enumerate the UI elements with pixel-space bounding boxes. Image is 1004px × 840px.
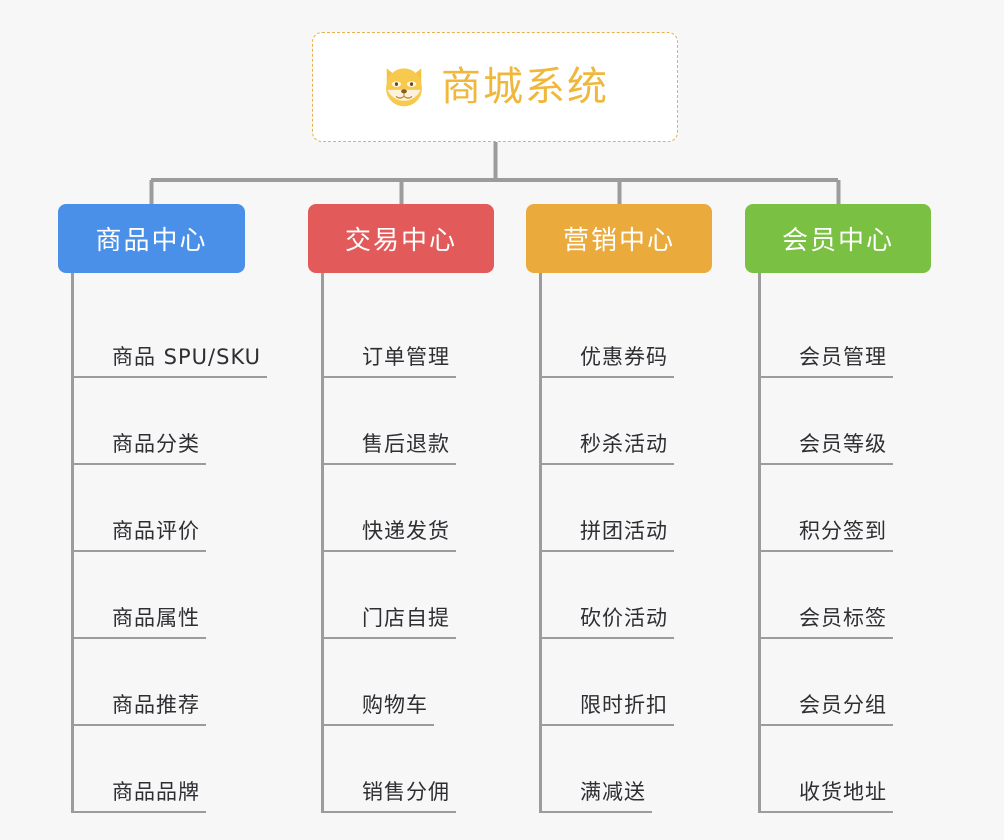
leaf-list-product-center: 商品 SPU/SKU 商品分类 商品评价 商品属性 商品推荐 商品品牌 — [71, 273, 268, 813]
list-item[interactable]: 满减送 — [542, 726, 712, 813]
leaf-label: 优惠券码 — [570, 341, 674, 378]
leaf-label: 会员等级 — [789, 428, 893, 465]
leaf-label: 商品评价 — [102, 515, 206, 552]
list-item[interactable]: 砍价活动 — [542, 552, 712, 639]
list-item[interactable]: 限时折扣 — [542, 639, 712, 726]
list-item[interactable]: 商品 SPU/SKU — [74, 291, 268, 378]
root-title: 商城系统 — [441, 64, 609, 110]
list-item[interactable]: 快递发货 — [324, 465, 494, 552]
leaf-label: 购物车 — [352, 689, 434, 726]
leaf-label: 商品 SPU/SKU — [102, 341, 268, 378]
list-item[interactable]: 会员等级 — [761, 378, 931, 465]
category-box-product-center[interactable]: 商品中心 — [58, 204, 245, 273]
list-item[interactable]: 商品推荐 — [74, 639, 245, 726]
leaf-label: 秒杀活动 — [570, 428, 674, 465]
leaf-label: 订单管理 — [352, 341, 456, 378]
list-item[interactable]: 购物车 — [324, 639, 494, 726]
list-item[interactable]: 商品品牌 — [74, 726, 245, 813]
list-item[interactable]: 会员管理 — [761, 291, 931, 378]
leaf-label: 积分签到 — [789, 515, 893, 552]
leaf-label: 销售分佣 — [352, 776, 456, 813]
column-marketing-center: 营销中心 优惠券码 秒杀活动 拼团活动 砍价活动 限时折扣 满减送 — [526, 204, 712, 813]
leaf-label: 拼团活动 — [570, 515, 674, 552]
list-item[interactable]: 商品分类 — [74, 378, 245, 465]
leaf-list-marketing-center: 优惠券码 秒杀活动 拼团活动 砍价活动 限时折扣 满减送 — [539, 273, 712, 813]
leaf-list-trade-center: 订单管理 售后退款 快递发货 门店自提 购物车 销售分佣 — [321, 273, 494, 813]
list-item[interactable]: 销售分佣 — [324, 726, 494, 813]
leaf-label: 收货地址 — [789, 776, 893, 813]
list-item[interactable]: 会员标签 — [761, 552, 931, 639]
category-box-trade-center[interactable]: 交易中心 — [308, 204, 494, 273]
leaf-label: 砍价活动 — [570, 602, 674, 639]
category-label: 会员中心 — [781, 226, 894, 256]
leaf-label: 会员管理 — [789, 341, 893, 378]
list-item[interactable]: 积分签到 — [761, 465, 931, 552]
leaf-label: 商品分类 — [102, 428, 206, 465]
list-item[interactable]: 商品属性 — [74, 552, 245, 639]
leaf-label: 会员标签 — [789, 602, 893, 639]
category-label: 商品中心 — [95, 226, 208, 256]
leaf-label: 售后退款 — [352, 428, 456, 465]
category-label: 交易中心 — [344, 226, 457, 256]
category-box-marketing-center[interactable]: 营销中心 — [526, 204, 712, 273]
root-node[interactable]: 商城系统 — [312, 32, 678, 142]
category-label: 营销中心 — [562, 226, 675, 256]
leaf-label: 会员分组 — [789, 689, 893, 726]
list-item[interactable]: 订单管理 — [324, 291, 494, 378]
dog-face-icon — [386, 68, 422, 107]
column-product-center: 商品中心 商品 SPU/SKU 商品分类 商品评价 商品属性 商品推荐 商品品牌 — [58, 204, 268, 813]
leaf-label: 商品属性 — [102, 602, 206, 639]
list-item[interactable]: 门店自提 — [324, 552, 494, 639]
list-item[interactable]: 优惠券码 — [542, 291, 712, 378]
category-box-member-center[interactable]: 会员中心 — [745, 204, 931, 273]
list-item[interactable]: 售后退款 — [324, 378, 494, 465]
leaf-label: 快递发货 — [352, 515, 456, 552]
leaf-label: 限时折扣 — [570, 689, 674, 726]
list-item[interactable]: 商品评价 — [74, 465, 245, 552]
list-item[interactable]: 收货地址 — [761, 726, 931, 813]
leaf-label: 满减送 — [570, 776, 652, 813]
leaf-label: 商品推荐 — [102, 689, 206, 726]
column-trade-center: 交易中心 订单管理 售后退款 快递发货 门店自提 购物车 销售分佣 — [308, 204, 494, 813]
column-member-center: 会员中心 会员管理 会员等级 积分签到 会员标签 会员分组 收货地址 — [745, 204, 931, 813]
leaf-list-member-center: 会员管理 会员等级 积分签到 会员标签 会员分组 收货地址 — [758, 273, 931, 813]
list-item[interactable]: 拼团活动 — [542, 465, 712, 552]
list-item[interactable]: 秒杀活动 — [542, 378, 712, 465]
leaf-label: 门店自提 — [352, 602, 456, 639]
leaf-label: 商品品牌 — [102, 776, 206, 813]
list-item[interactable]: 会员分组 — [761, 639, 931, 726]
